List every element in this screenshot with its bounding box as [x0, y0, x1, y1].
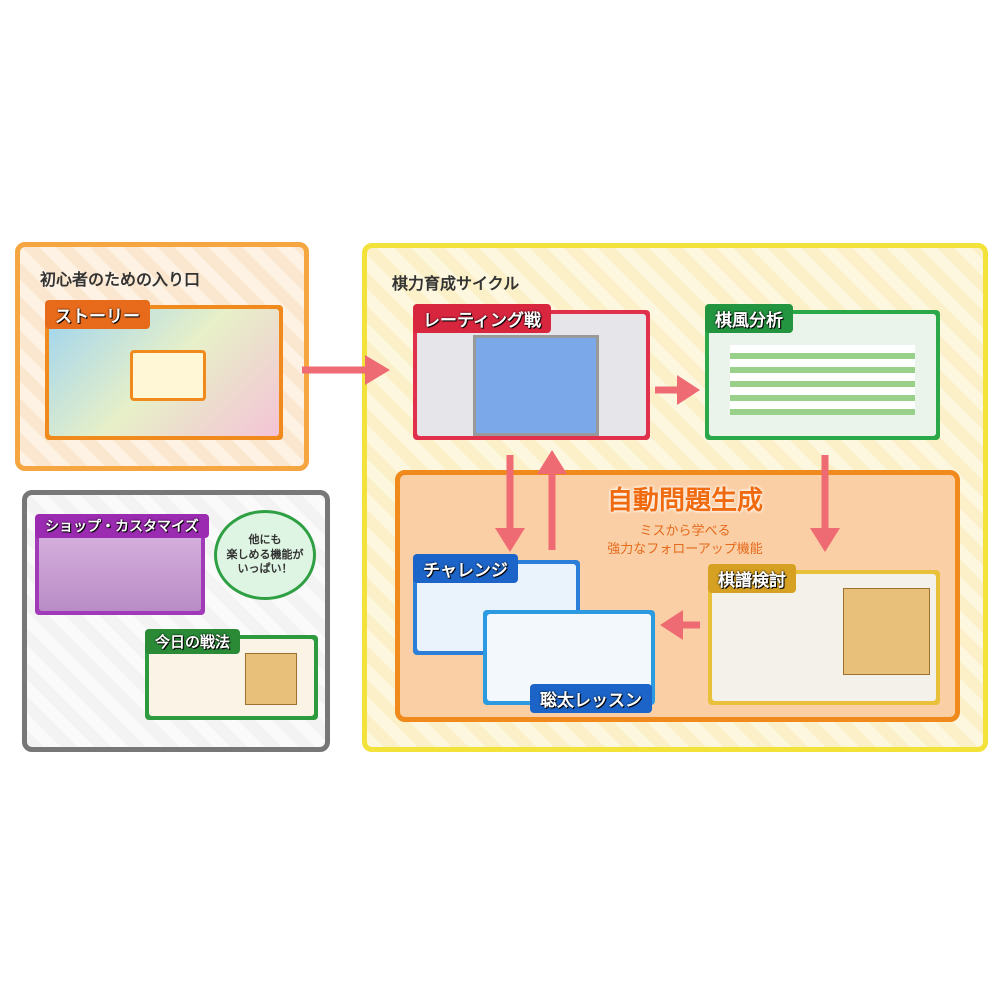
- style-screenshot: [705, 310, 940, 440]
- style-bars: [730, 345, 915, 415]
- bubble-line: いっぱい！: [237, 562, 293, 576]
- auto-sub2: 強力なフォローアップ機能: [607, 542, 763, 557]
- auto-sub1: ミスから学べる: [639, 524, 731, 539]
- story-label: ストーリー: [45, 300, 150, 329]
- bubble-line: 楽しめる機能が: [226, 547, 304, 561]
- more-features-bubble: 他にも 楽しめる機能が いっぱい！: [214, 510, 316, 600]
- review-label: 棋譜検討: [708, 564, 796, 593]
- bubble-line: 他にも: [248, 532, 282, 546]
- style-label: 棋風分析: [705, 304, 793, 333]
- cycle-title: 棋力育成サイクル: [392, 274, 520, 293]
- review-board: [843, 588, 930, 675]
- challenge-label: チャレンジ: [413, 554, 518, 583]
- story-menu-card: [130, 350, 206, 401]
- shop-label: ショップ・カスタマイズ: [35, 514, 209, 538]
- board-thumbnail: [245, 653, 297, 705]
- tactic-label: 今日の戦法: [145, 629, 241, 654]
- lesson-label: 聡太レッスン: [530, 684, 652, 713]
- beginner-title: 初心者のための入り口: [40, 270, 201, 289]
- auto-title: 自動問題生成: [606, 486, 763, 516]
- rating-label: レーティング戦: [413, 304, 551, 333]
- review-screenshot: [708, 570, 940, 705]
- rating-popup: [473, 335, 599, 436]
